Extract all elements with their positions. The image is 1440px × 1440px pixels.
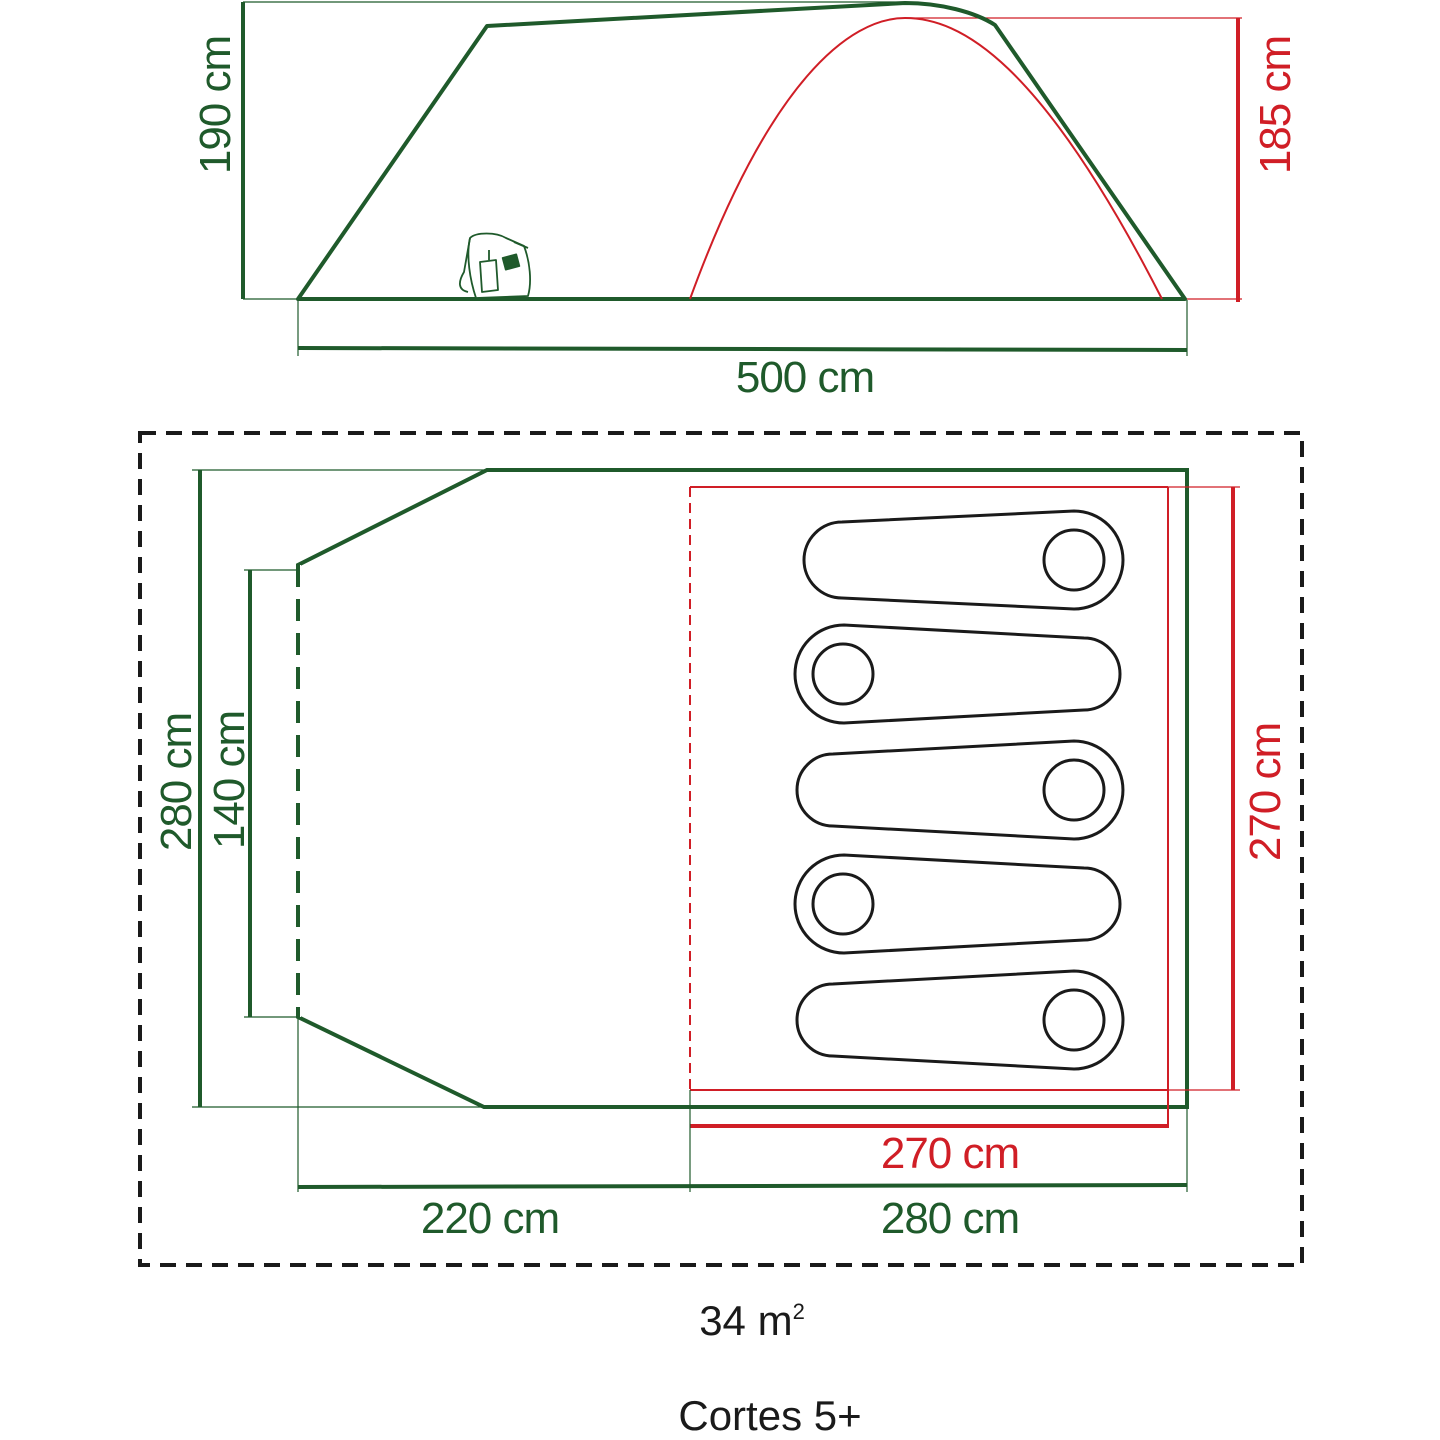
sleeping-bag	[793, 623, 1122, 725]
side-view: 190 cm 185 cm 500 cm	[191, 1, 1300, 402]
sleeping-bags	[793, 509, 1125, 1071]
tent-outer-profile	[296, 1, 1187, 301]
width-label: 280 cm	[152, 713, 201, 851]
footprint-area-value: 34 m	[699, 1297, 792, 1344]
inner-length-label: 270 cm	[881, 1129, 1019, 1178]
inner-height-label: 185 cm	[1251, 36, 1300, 174]
bedroom-length-label: 280 cm	[881, 1194, 1019, 1243]
length-label: 500 cm	[736, 353, 874, 402]
sleeping-bag	[795, 969, 1125, 1071]
footprint-area-exponent: 2	[793, 1299, 805, 1324]
backpack-icon	[459, 232, 531, 299]
product-name: Cortes 5+	[678, 1392, 861, 1439]
sleeping-bag	[793, 853, 1122, 955]
tent-inner-profile	[689, 16, 1163, 300]
height-label: 190 cm	[191, 36, 240, 174]
inner-width-label: 270 cm	[1241, 723, 1290, 861]
length-chain-line	[297, 1183, 1188, 1189]
floor-plan: 280 cm 140 cm 270 cm 270 cm 220 cm 280 c…	[138, 431, 1304, 1267]
footprint-boundary	[138, 431, 1304, 1267]
door-width-label: 140 cm	[205, 711, 254, 849]
footprint-area: 34 m2	[699, 1297, 805, 1344]
sleeping-bag	[795, 739, 1125, 841]
porch-length-label: 220 cm	[421, 1194, 559, 1243]
length-dimension-line	[297, 346, 1188, 352]
sleeping-bag	[802, 509, 1125, 611]
tent-outline	[296, 468, 1189, 1109]
